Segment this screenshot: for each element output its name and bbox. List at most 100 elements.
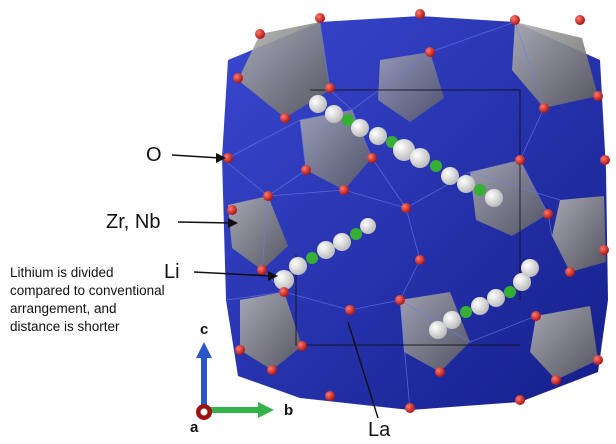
lithium-site	[306, 252, 318, 264]
oxygen-atom	[227, 205, 237, 215]
zr-nb-label: Zr, Nb	[106, 211, 161, 233]
oxygen-atom	[600, 155, 610, 165]
oxygen-atoms	[223, 9, 610, 413]
lithium-channels	[274, 95, 539, 339]
axis-a-label: a	[190, 419, 199, 436]
note-line-1: Lithium is divided	[10, 265, 114, 280]
zrnb-octahedron	[238, 22, 330, 118]
oxygen-atom	[395, 295, 405, 305]
oxygen-atom	[325, 83, 335, 93]
oxygen-atom	[315, 13, 325, 23]
oxygen-atom	[515, 155, 525, 165]
lithium-site	[460, 306, 472, 318]
lithium-atom	[325, 105, 343, 123]
oxygen-atom	[280, 113, 290, 123]
oxygen-atom	[257, 265, 267, 275]
lithium-site	[350, 228, 362, 240]
zrnb-octahedron	[240, 292, 302, 370]
lithium-atom	[513, 273, 531, 291]
axis-c-label: c	[200, 321, 209, 338]
oxygen-atom	[345, 305, 355, 315]
axes-indicator	[196, 342, 274, 420]
lithium-atom	[485, 189, 503, 207]
zr-nb-arrowhead	[228, 218, 238, 228]
lithium-atom	[410, 148, 430, 168]
zrnb-octahedron	[530, 306, 598, 380]
oxygen-atom	[575, 15, 585, 25]
oxygen-atom	[543, 209, 553, 219]
zrnb-octahedron	[512, 22, 598, 108]
label-arrows	[171, 153, 379, 419]
oxygen-atom	[539, 103, 549, 113]
oxygen-atom	[531, 311, 541, 321]
oxygen-atom	[593, 355, 603, 365]
lithium-site	[430, 160, 442, 172]
axis-a-marker-center	[200, 408, 208, 416]
oxygen-atom	[267, 365, 277, 375]
lithium-atom	[360, 218, 376, 234]
oxygen-atom	[593, 91, 603, 101]
lanthanum-leader	[347, 321, 379, 419]
oxygen-arrow	[171, 154, 221, 159]
zrnb-octahedron	[378, 52, 444, 122]
oxygen-atom	[551, 375, 561, 385]
oxygen-atom	[415, 255, 425, 265]
lithium-atom	[317, 241, 335, 259]
oxygen-atom	[255, 29, 265, 39]
oxygen-atom	[515, 395, 525, 405]
lithium-channel	[429, 259, 539, 339]
oxygen-atom	[405, 403, 415, 413]
oxygen-atom	[235, 345, 245, 355]
note-line-3: arrangement, and	[10, 301, 117, 316]
lithium-channel	[309, 95, 503, 207]
lithium-atom	[369, 127, 387, 145]
lithium-atom	[443, 311, 461, 329]
zrnb-octahedron	[552, 196, 606, 272]
oxygen-atom	[263, 191, 273, 201]
oxygen-atom	[435, 367, 445, 377]
oxygen-atom	[565, 267, 575, 277]
lithium-atom	[289, 257, 307, 275]
lithium-atom	[471, 297, 489, 315]
lithium-atom	[441, 167, 459, 185]
note-line-4: distance is shorter	[10, 319, 120, 334]
oxygen-atom	[297, 341, 307, 351]
oxygen-atom	[279, 287, 289, 297]
axis-c-arrowhead	[196, 342, 212, 358]
lithium-site	[342, 114, 354, 126]
lanthanum-label: La	[368, 419, 391, 441]
zrnb-octahedron	[228, 196, 288, 270]
oxygen-atom	[339, 185, 349, 195]
oxygen-atom	[401, 203, 411, 213]
oxygen-atom	[301, 165, 311, 175]
oxygen-atom	[223, 153, 233, 163]
unit-cell-outline	[295, 89, 521, 346]
lithium-atom	[393, 139, 415, 161]
lithium-channel	[274, 218, 376, 290]
oxygen-label: O	[146, 144, 162, 166]
lithium-atom	[333, 233, 351, 251]
lithium-label: Li	[164, 261, 180, 283]
axis-b-label: b	[284, 402, 294, 419]
lithium-site	[504, 286, 516, 298]
oxygen-atom	[510, 15, 520, 25]
lithium-atom	[429, 321, 447, 339]
oxygen-arrowhead	[216, 153, 226, 163]
lithium-site	[474, 184, 486, 196]
axis-b-arrowhead	[258, 402, 274, 418]
lithium-arrowhead	[268, 271, 278, 281]
lattice-backdrop	[222, 16, 608, 410]
lithium-arrow	[193, 271, 273, 277]
oxygen-atom	[599, 245, 609, 255]
zrnb-octahedron	[470, 160, 548, 236]
lithium-atom	[274, 270, 294, 290]
oxygen-atom	[415, 9, 425, 19]
oxygen-atom	[367, 153, 377, 163]
oxygen-atom	[325, 391, 335, 401]
lithium-atom	[487, 289, 505, 307]
lithium-atom	[351, 119, 369, 137]
lithium-atom	[521, 259, 539, 277]
oxygen-atom	[425, 47, 435, 57]
lithium-atom	[457, 175, 475, 193]
